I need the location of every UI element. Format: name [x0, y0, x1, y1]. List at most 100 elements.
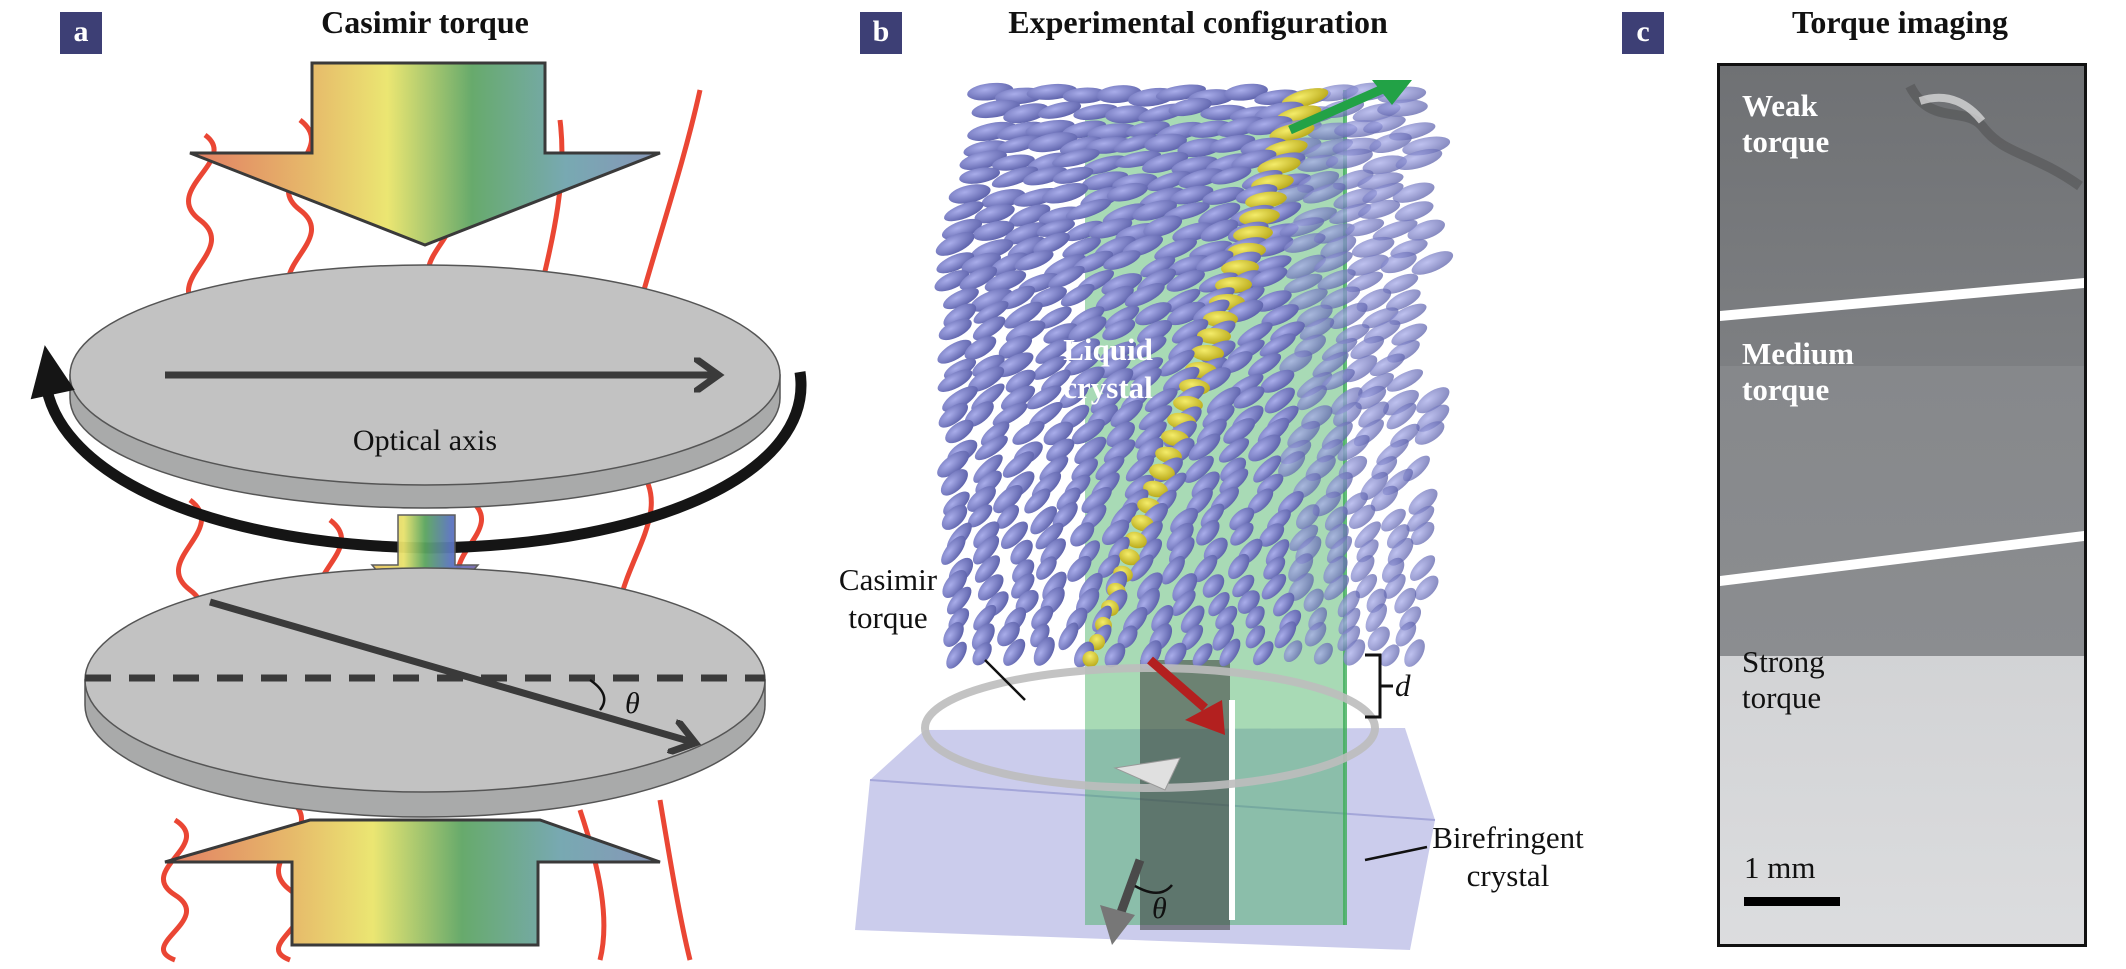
lc-molecule	[1380, 251, 1417, 274]
lc-molecule	[1289, 524, 1319, 552]
lc-molecule	[1068, 316, 1107, 342]
torque-imaging-micrograph: Weak torque Medium torque Strong torque …	[1717, 63, 2087, 947]
lc-molecule	[1162, 288, 1201, 313]
lc-molecule	[1151, 605, 1174, 632]
lc-molecule	[961, 252, 1001, 274]
lc-molecule	[1144, 388, 1178, 412]
lc-molecule	[1056, 487, 1081, 511]
lc-molecule	[1032, 356, 1067, 380]
lc-molecule	[1321, 338, 1358, 361]
lc-molecule	[936, 252, 975, 274]
lc-molecule	[1296, 372, 1333, 398]
lc-molecule	[1154, 238, 1197, 261]
lc-molecule	[1219, 638, 1241, 667]
lc-molecule	[1070, 522, 1095, 547]
lc-molecule	[1287, 288, 1328, 311]
lc-molecule	[945, 419, 974, 444]
lc-molecule	[1362, 182, 1404, 204]
lc-molecule	[959, 167, 1001, 184]
lc-molecule	[1218, 438, 1250, 463]
lc-molecule	[972, 535, 1000, 565]
lc-molecule	[1389, 303, 1427, 326]
lc-molecule	[984, 270, 1027, 293]
lc-molecule	[943, 303, 977, 328]
medium-torque-section	[1720, 366, 2084, 656]
lc-molecule	[1279, 217, 1325, 238]
lc-molecule	[1000, 521, 1028, 550]
lc-molecule	[1338, 608, 1361, 635]
lc-molecule	[970, 288, 1013, 312]
lc-molecule	[1354, 521, 1381, 549]
lc-molecule	[1030, 506, 1057, 535]
lc-molecule	[1166, 301, 1206, 326]
lc-molecule	[1325, 472, 1353, 499]
lc-molecule	[1362, 307, 1399, 329]
lc-molecule	[1124, 474, 1154, 500]
top-birefringent-disc	[69, 264, 781, 509]
lc-molecule	[1369, 132, 1412, 153]
lc-molecule	[1351, 236, 1395, 258]
lc-molecule	[1100, 368, 1134, 394]
lc-molecule	[1313, 251, 1353, 273]
lc-molecule	[1067, 555, 1092, 582]
lc-molecule	[1312, 351, 1349, 378]
lc-molecule	[1320, 286, 1361, 310]
lc-molecule	[1383, 389, 1419, 416]
lc-molecule	[1202, 186, 1245, 205]
lc-molecule	[1164, 642, 1187, 668]
lc-molecule	[1114, 150, 1162, 168]
lc-molecule	[1337, 434, 1370, 461]
lc-molecule	[973, 521, 1000, 549]
lc-molecule	[1137, 320, 1173, 344]
lc-molecule	[1337, 625, 1361, 652]
lc-molecule	[1407, 219, 1446, 241]
lc-molecule	[980, 421, 1010, 447]
lc-molecule	[999, 285, 1036, 310]
separation-bracket	[1365, 653, 1393, 719]
lc-molecule	[1014, 250, 1054, 271]
director-arrow-top	[1288, 83, 1387, 135]
lc-molecule	[1130, 367, 1162, 393]
lc-molecule	[1166, 270, 1205, 292]
lc-molecule	[1181, 624, 1204, 651]
lc-molecule	[937, 369, 973, 392]
lc-molecule	[1103, 439, 1136, 464]
lc-molecule	[1299, 317, 1335, 341]
lc-molecule	[1394, 587, 1417, 614]
lc-molecule	[1333, 188, 1378, 210]
separation-d-label: d	[1395, 668, 1411, 703]
lc-molecule-highlighted	[1197, 327, 1231, 345]
red-director-arrow	[1147, 656, 1208, 712]
lc-molecule	[1343, 639, 1366, 666]
lc-molecule	[1274, 621, 1297, 649]
lc-molecule	[1196, 520, 1220, 546]
lc-molecule	[1095, 455, 1125, 481]
lc-molecule	[1005, 369, 1036, 393]
lc-molecule	[1264, 387, 1295, 414]
lc-molecule	[1052, 502, 1078, 529]
lc-molecule	[1125, 455, 1155, 482]
lc-molecule	[1193, 554, 1218, 583]
casimir-torque-label-line2: torque	[848, 600, 927, 635]
lc-molecule	[1220, 457, 1247, 482]
lc-molecule	[1159, 349, 1195, 377]
lc-molecule	[1217, 116, 1265, 138]
lc-molecule	[937, 450, 970, 478]
lc-molecule	[972, 220, 1015, 241]
lc-molecule	[972, 354, 1005, 378]
lc-molecule	[1259, 333, 1296, 357]
liquid-crystal-label-line2: crystal	[1063, 370, 1153, 405]
lc-molecule	[1026, 385, 1062, 410]
lc-molecule	[1302, 182, 1346, 204]
lc-molecule	[1279, 350, 1313, 374]
lc-molecule	[1101, 273, 1143, 296]
lc-molecule	[991, 166, 1039, 188]
lc-molecule	[1277, 491, 1304, 516]
lc-molecule	[1198, 202, 1241, 226]
lc-molecule	[1128, 554, 1154, 582]
lc-molecule	[1265, 539, 1290, 566]
lc-molecule	[1003, 222, 1048, 245]
panel-title-c: Torque imaging	[1791, 4, 2009, 40]
lc-molecule	[1228, 553, 1250, 580]
lc-molecule	[1178, 168, 1224, 189]
